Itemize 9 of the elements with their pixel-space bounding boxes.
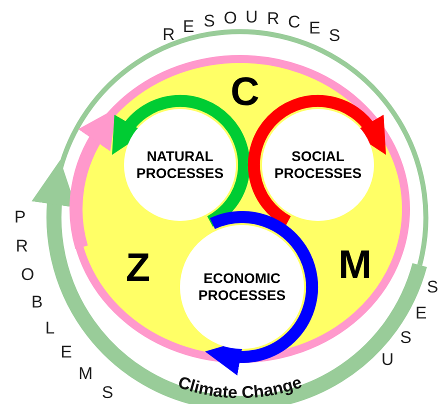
process-label: SOCIAL PROCESSES: [273, 148, 363, 182]
problems-label: PROBLEMS: [14, 207, 114, 402]
process-label: NATURAL PROCESSES: [135, 148, 225, 182]
climate-change-label: Climate Change: [176, 372, 304, 402]
process-label: ECONOMIC PROCESSES: [197, 270, 287, 304]
letter-label: Z: [126, 248, 150, 288]
letter-label: M: [338, 245, 372, 285]
letter-label: C: [230, 72, 260, 112]
uses-label: USES: [381, 278, 438, 369]
